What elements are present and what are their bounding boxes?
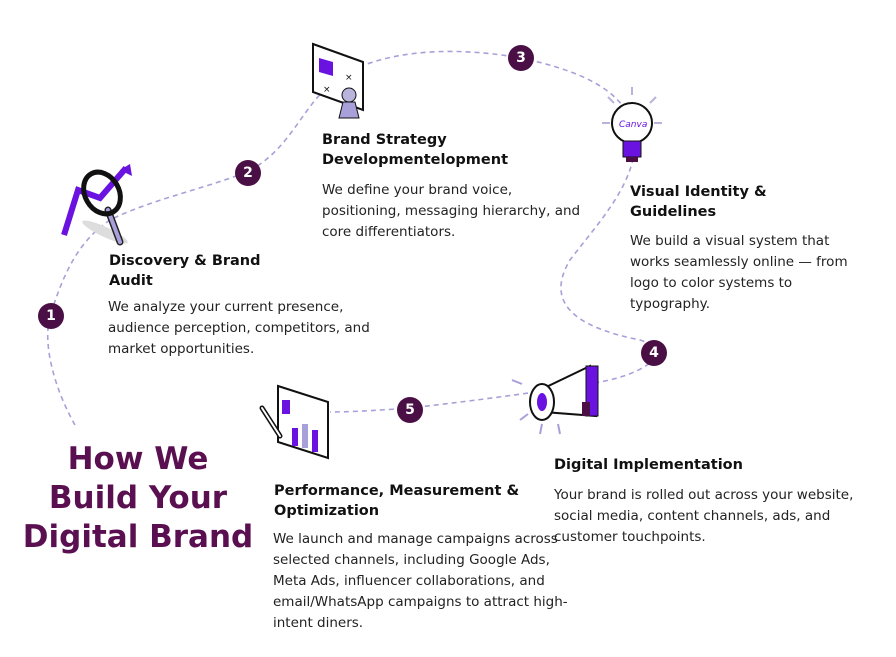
page-title: How We Build Your Digital Brand <box>22 441 254 555</box>
step-1-heading: Discovery & Brand Audit <box>109 253 261 289</box>
lightbulb-icon: Canva <box>602 87 662 162</box>
step-5-body: We launch and manage campaigns across se… <box>273 531 568 631</box>
step-marker-2: 2 <box>235 160 261 186</box>
magnifier-growth-icon <box>61 164 132 246</box>
step-2-body: We define your brand voice, positioning,… <box>322 182 581 240</box>
step-3-heading: Visual Identity & Guidelines <box>630 184 767 220</box>
svg-text:×: × <box>323 85 331 95</box>
step-1-body: We analyze your current presence, audien… <box>108 299 370 357</box>
svg-text:×: × <box>345 73 353 83</box>
step-4-heading: Digital Implementation <box>554 457 743 473</box>
step-marker-1: 1 <box>38 303 64 329</box>
step-2-heading: Brand Strategy Developmentelopment <box>322 132 509 168</box>
analytics-tablet-icon <box>259 384 329 460</box>
step-marker-3: 3 <box>508 45 534 71</box>
step-marker-5: 5 <box>397 397 423 423</box>
svg-text:Canva: Canva <box>619 120 647 130</box>
step-4-body: Your brand is rolled out across your web… <box>554 487 854 545</box>
step-marker-4: 4 <box>641 340 667 366</box>
step-3-body: We build a visual system that works seam… <box>630 233 848 312</box>
strategy-board-pawn-icon: ×× <box>312 42 364 119</box>
megaphone-icon <box>511 364 599 435</box>
step-5-heading: Performance, Measurement & Optimization <box>274 483 520 519</box>
